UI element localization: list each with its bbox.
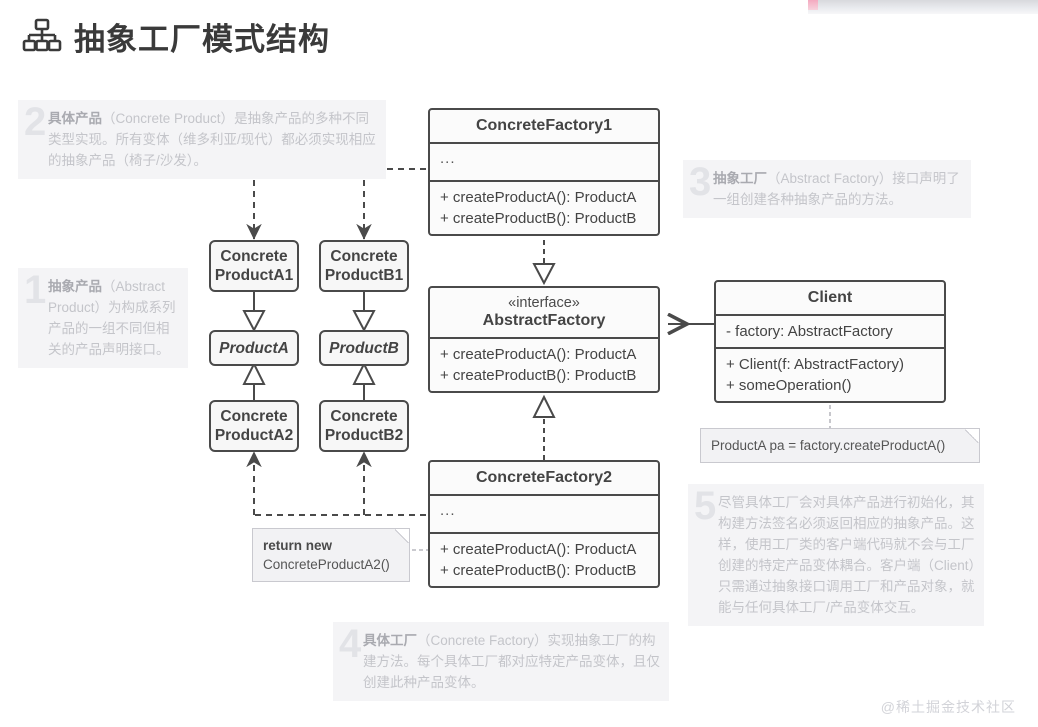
class-client-method-0: + Client(f: AbstractFactory)	[726, 356, 904, 373]
class-abstractfactory-title: «interface» AbstractFactory	[430, 288, 658, 337]
class-concretefactory2-title: ConcreteFactory2	[475, 469, 613, 486]
annotation-3-number: 3	[689, 160, 712, 204]
page-title: 抽象工厂模式结构	[74, 22, 330, 57]
note-return-new-line1: return new	[263, 538, 333, 553]
annotation-1-text: 为构成系列产品的一组不同但相关的产品声明接口。	[48, 300, 176, 357]
class-concretefactory2-method-0: + createProductA(): ProductA	[440, 541, 637, 558]
note-client-call-text: ProductA pa = factory.createProductA()	[711, 438, 946, 453]
class-abstractfactory-stereotype: «interface»	[508, 295, 580, 311]
class-abstractfactory-method-0: + createProductA(): ProductA	[440, 346, 637, 363]
annotation-2-lead: 具体产品	[48, 111, 102, 126]
annotation-5-number: 5	[694, 484, 717, 528]
top-gradient-accent	[808, 0, 818, 10]
class-client-title: Client	[807, 289, 853, 306]
annotation-1-lead: 抽象产品	[48, 279, 102, 294]
annotation-4-text: 实现抽象工厂的构建方法。每个具体工厂都对应特定产品变体，且仅创建此种产品变体。	[363, 633, 660, 690]
note-return-new[interactable]: return new ConcreteProductA2()	[252, 528, 410, 582]
class-concretefactory1[interactable]: ConcreteFactory1 ... + createProductA():…	[428, 108, 660, 236]
annotation-4-lead: 具体工厂	[363, 633, 417, 648]
annotation-2: 2 具体产品（Concrete Product）是抽象产品的多种不同类型实现。所…	[18, 100, 386, 179]
class-producta[interactable]: ProductA	[209, 330, 299, 366]
annotation-3: 3 抽象工厂（Abstract Factory）接口声明了一组创建各种抽象产品的…	[683, 160, 971, 218]
page-header: 抽象工厂模式结构	[22, 14, 330, 59]
watermark: @稀土掘金技术社区	[880, 699, 1016, 715]
class-productb[interactable]: ProductB	[319, 330, 409, 366]
class-concretefactory2-method-1: + createProductB(): ProductB	[440, 562, 637, 579]
class-client-method-1: + someOperation()	[726, 377, 852, 394]
class-concretefactory2-fields: ...	[440, 502, 456, 519]
annotation-5-text: 尽管具体工厂会对具体产品进行初始化，其构建方法签名必须返回相应的抽象产品。这样，…	[718, 495, 976, 615]
hierarchy-icon	[22, 17, 62, 57]
note-fold-corner-icon	[965, 429, 979, 443]
annotation-1-en: （Abstract Product）	[48, 279, 166, 315]
class-concretefactory1-fields: ...	[440, 150, 456, 167]
class-abstractfactory-method-1: + createProductB(): ProductB	[440, 367, 637, 384]
annotation-3-text: 接口声明了一组创建各种抽象产品的方法。	[713, 171, 960, 207]
annotation-2-en: （Concrete Product）	[102, 111, 235, 126]
note-fold-corner-icon	[395, 529, 409, 543]
class-abstractfactory-name: AbstractFactory	[482, 312, 606, 329]
note-client-call[interactable]: ProductA pa = factory.createProductA()	[700, 428, 980, 463]
annotation-2-number: 2	[24, 100, 47, 144]
class-client-field-0: - factory: AbstractFactory	[726, 323, 893, 340]
annotation-1-number: 1	[24, 268, 47, 312]
top-gradient-strip	[808, 0, 1038, 14]
annotation-3-en: （Abstract Factory）	[767, 171, 893, 186]
class-abstractfactory[interactable]: «interface» AbstractFactory + createProd…	[428, 286, 660, 393]
annotation-3-lead: 抽象工厂	[713, 171, 767, 186]
annotation-2-text: 是抽象产品的多种不同类型实现。所有变体（维多利亚/现代）都必须实现相应的抽象产品…	[48, 111, 376, 168]
annotation-1: 1 抽象产品（Abstract Product）为构成系列产品的一组不同但相关的…	[18, 268, 188, 368]
annotation-4-en: （Concrete Factory）	[417, 633, 548, 648]
annotation-5: 5 尽管具体工厂会对具体产品进行初始化，其构建方法签名必须返回相应的抽象产品。这…	[688, 484, 984, 626]
annotation-4-number: 4	[339, 622, 362, 666]
note-return-new-line2: ConcreteProductA2()	[263, 557, 390, 572]
class-client[interactable]: Client - factory: AbstractFactory + Clie…	[714, 280, 946, 403]
class-concretefactory1-method-1: + createProductB(): ProductB	[440, 210, 637, 227]
class-concretefactory1-method-0: + createProductA(): ProductA	[440, 189, 637, 206]
class-concretefactory2[interactable]: ConcreteFactory2 ... + createProductA():…	[428, 460, 660, 588]
annotation-4: 4 具体工厂（Concrete Factory）实现抽象工厂的构建方法。每个具体…	[333, 622, 669, 701]
class-concretefactory1-title: ConcreteFactory1	[475, 117, 613, 134]
